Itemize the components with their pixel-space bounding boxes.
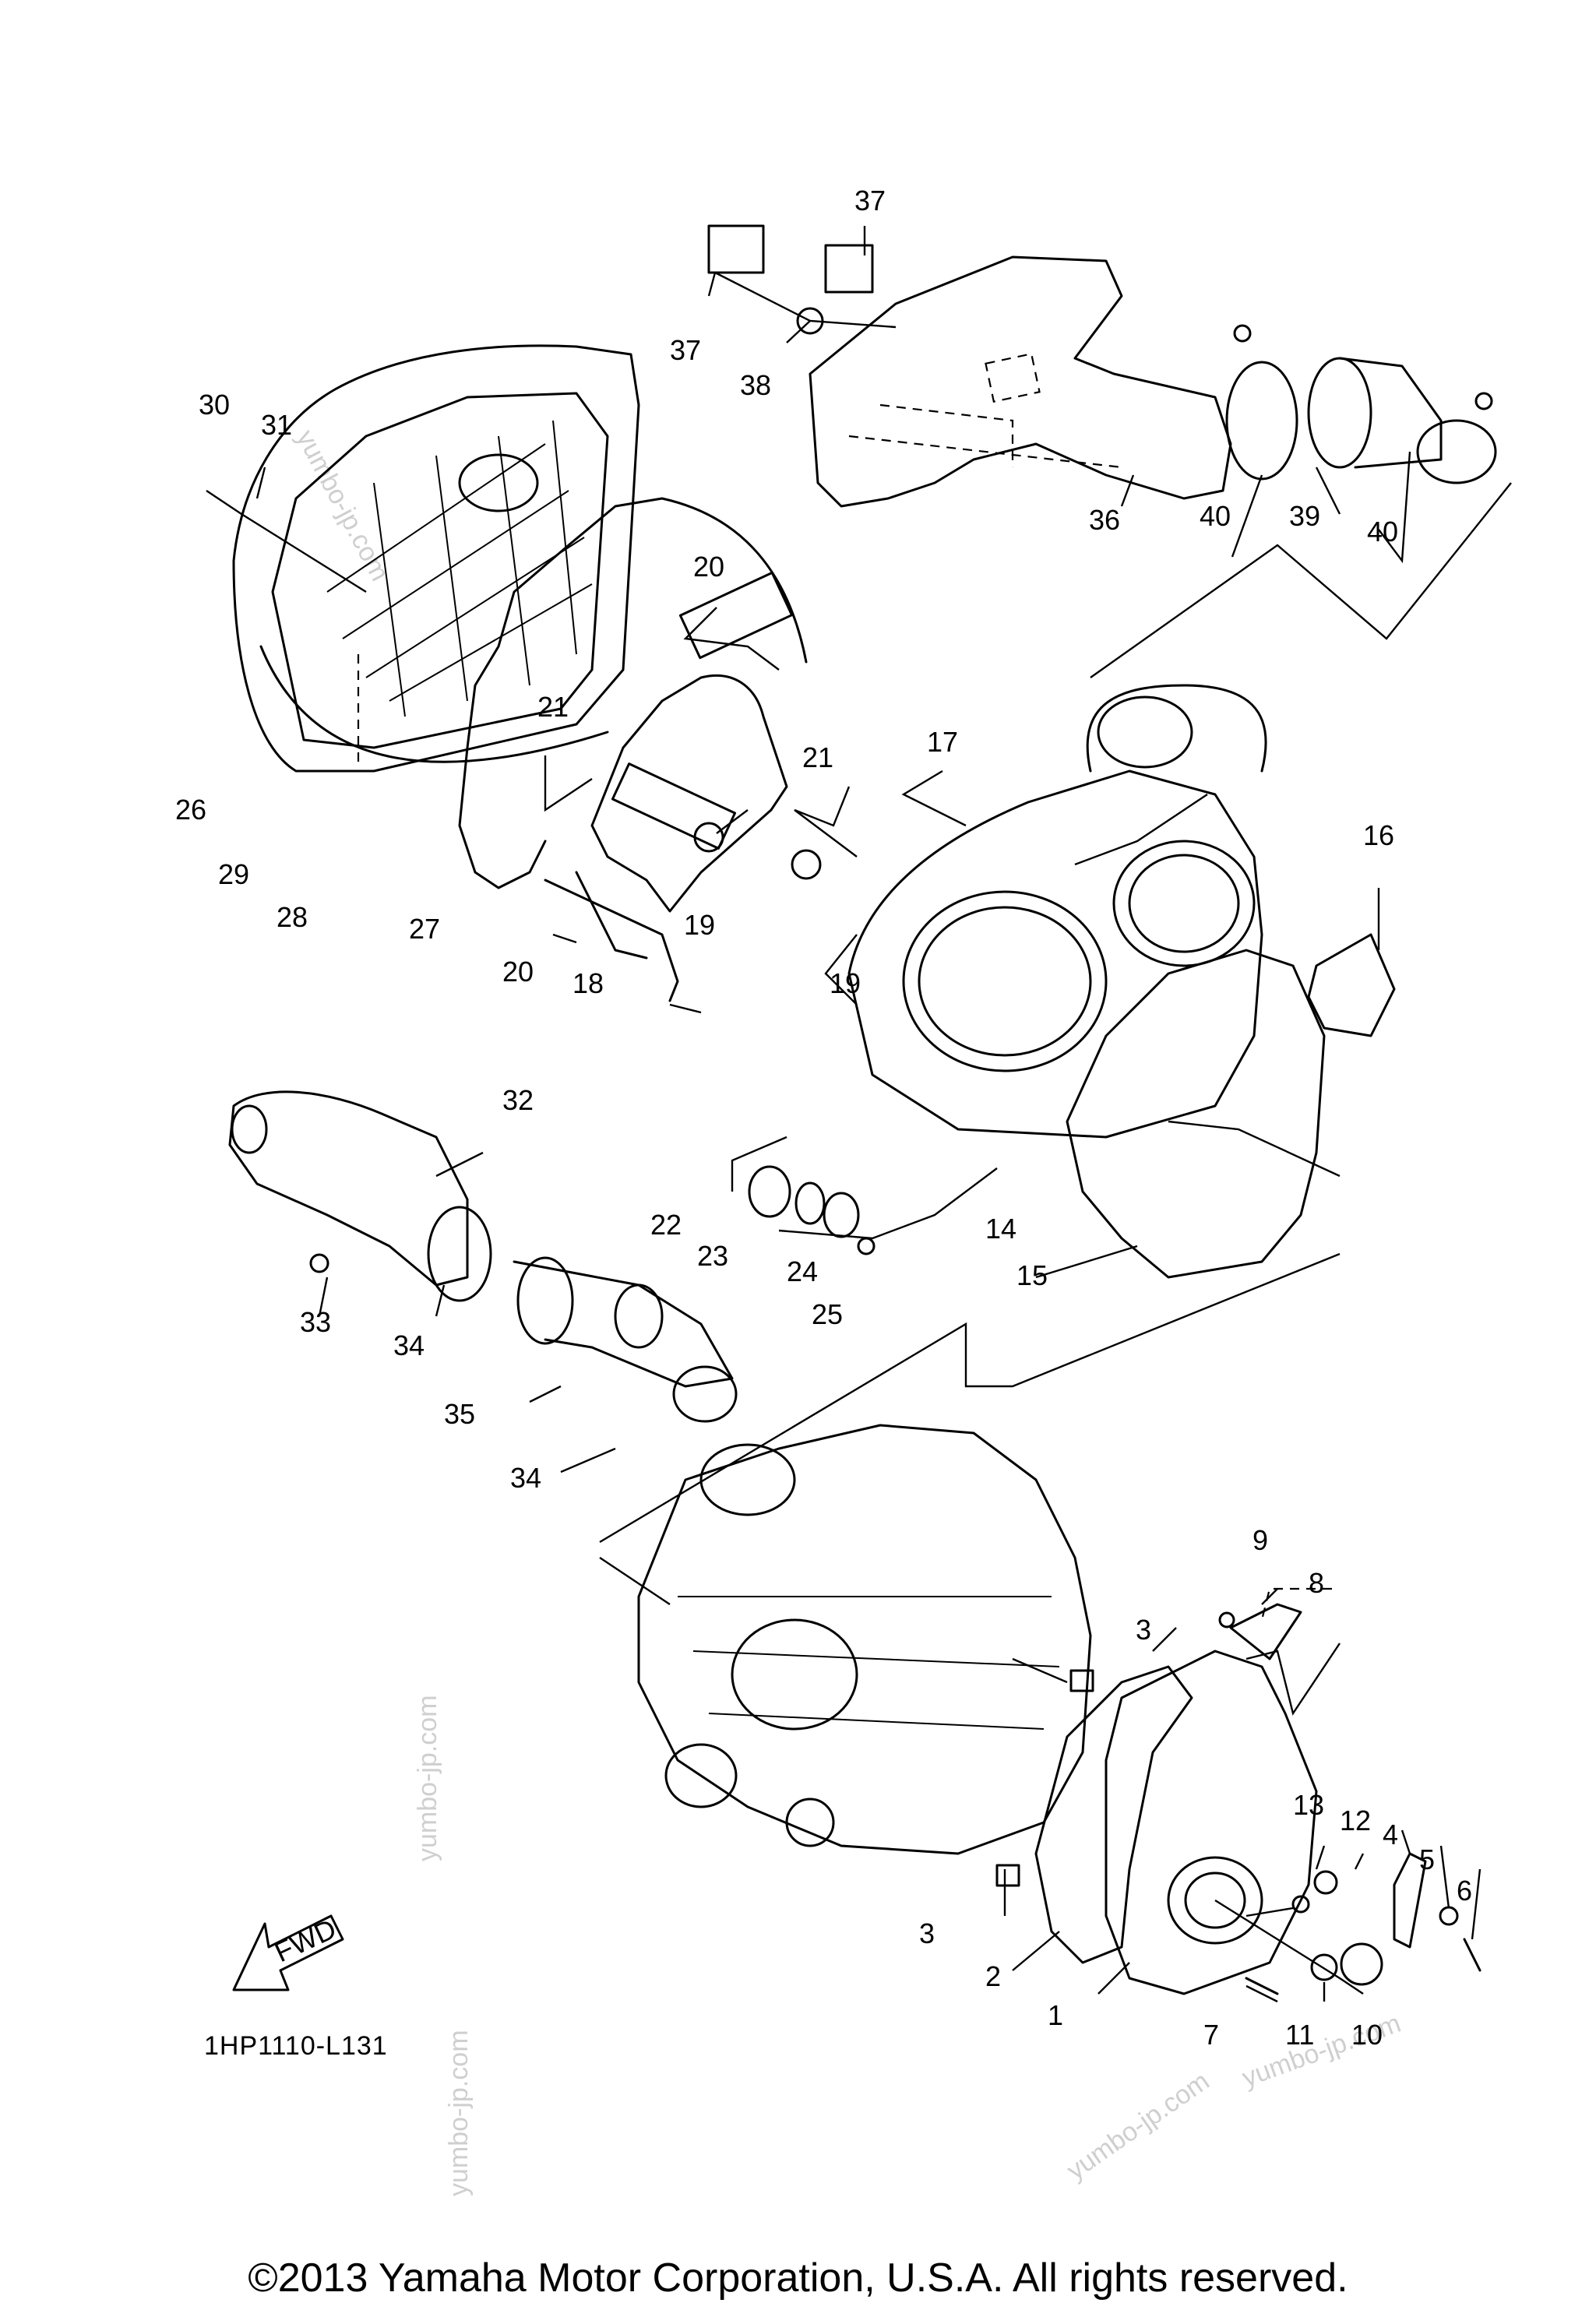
cover-gasket [458,497,808,889]
copyright-notice: ©2013 Yamaha Motor Corporation, U.S.A. A… [248,2255,1348,2301]
callout-11: 11 [1285,2019,1314,2051]
inner-cover-gasket [1066,949,1326,1279]
callout-21: 21 [537,691,569,723]
crankcase-cover-inner [847,684,1267,1139]
callout-12: 12 [1340,1805,1371,1836]
callout-3: 3 [1136,1614,1151,1646]
bearing-seal-set [748,1165,876,1255]
callout-6: 6 [1457,1875,1472,1907]
callout-40: 40 [1367,516,1398,548]
small-gasket [1307,933,1396,1037]
guide-bracket [544,571,822,1002]
fwd-label: FWD [270,1912,341,1968]
outer-clutch-cover [232,344,640,773]
callout-38: 38 [740,369,771,401]
callout-21: 21 [802,741,833,773]
fwd-arrow: FWD [232,1912,344,1991]
duct-boot-clamps [1225,324,1497,484]
air-duct [809,255,1232,508]
callout-numbers: 1 2 3 3 4 5 6 7 8 9 10 11 12 13 14 15 16… [175,185,1472,2051]
callout-9: 9 [1252,1524,1268,1556]
intake-duct-lower [228,1090,738,1423]
callout-2: 2 [985,1960,1001,1992]
callout-14: 14 [985,1213,1016,1245]
callout-10: 10 [1351,2019,1383,2051]
drawing-code: 1HP1110-L131 [204,2031,388,2061]
callout-1: 1 [1048,1999,1063,2031]
callout-37: 37 [670,334,701,366]
watermark-layer: yumbo-jp.com yumbo-jp.com yumbo-jp.com y… [291,425,1404,2196]
small-hardware-right [995,1603,1481,1995]
callout-33: 33 [300,1306,331,1338]
right-cover-gasket [1034,1665,1193,1964]
callout-13: 13 [1293,1789,1324,1821]
callout-19: 19 [830,967,861,999]
callout-18: 18 [573,967,604,999]
callout-34: 34 [510,1462,541,1494]
callout-20: 20 [693,551,724,583]
leader-lines [206,226,1512,2003]
callout-40: 40 [1200,500,1231,532]
callout-31: 31 [261,409,292,441]
callout-7: 7 [1203,2019,1219,2051]
callout-5: 5 [1419,1843,1435,1875]
callout-29: 29 [218,858,249,890]
callout-17: 17 [927,726,958,758]
callout-19: 19 [684,909,715,941]
crankcase-cover-right [1105,1650,1318,1995]
duct-pads [707,224,874,335]
callout-32: 32 [502,1084,534,1116]
callout-28: 28 [277,901,308,933]
callout-34: 34 [393,1329,425,1361]
callout-27: 27 [409,913,440,945]
watermark-text: yumbo-jp.com [444,2030,474,2196]
callout-24: 24 [787,1255,818,1287]
watermark-text: yumbo-jp.com [291,425,395,586]
callout-8: 8 [1309,1567,1324,1599]
callout-35: 35 [444,1398,475,1430]
callout-22: 22 [650,1209,682,1241]
watermark-text: yumbo-jp.com [413,1695,442,1861]
crankcase [637,1424,1092,1855]
callout-39: 39 [1289,500,1320,532]
callout-4: 4 [1383,1819,1398,1850]
callout-25: 25 [812,1298,843,1330]
callout-37: 37 [854,185,886,217]
callout-16: 16 [1363,819,1394,851]
watermark-text: yumbo-jp.com [1062,2066,1215,2186]
callout-23: 23 [697,1240,728,1272]
callout-15: 15 [1016,1259,1048,1291]
callout-3: 3 [919,1917,935,1949]
callout-26: 26 [175,794,206,826]
callout-30: 30 [199,389,230,421]
callout-20: 20 [502,956,534,988]
callout-36: 36 [1089,504,1120,536]
